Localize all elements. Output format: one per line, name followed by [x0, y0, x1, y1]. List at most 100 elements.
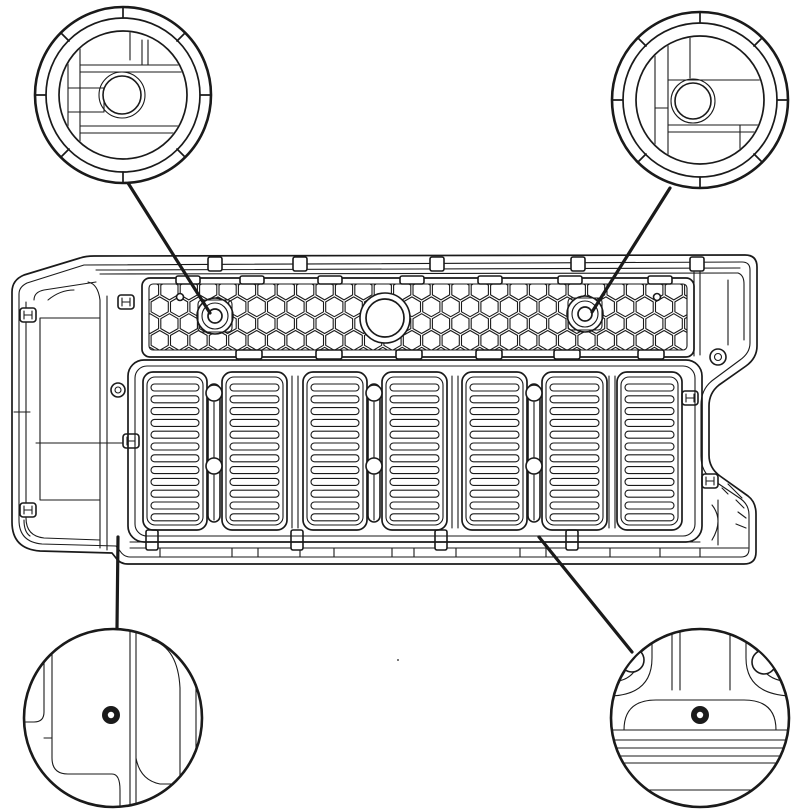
slot: [389, 466, 440, 475]
hex-cell: [664, 313, 683, 335]
slot: [549, 383, 600, 392]
slot: [389, 418, 440, 427]
cell-grid: [127, 359, 703, 543]
hex-cell: [577, 329, 596, 350]
slot: [389, 407, 440, 416]
hex-cell: [179, 313, 198, 335]
slot: [549, 395, 600, 404]
detail-view: [609, 627, 791, 809]
top-tabs: [207, 256, 705, 272]
slot: [310, 454, 360, 463]
slot: [469, 489, 520, 498]
hex-cell: [276, 284, 295, 301]
hex-cell: [499, 329, 519, 350]
slot: [549, 418, 600, 427]
hex-cell: [635, 296, 654, 318]
hex-cell: [296, 313, 315, 335]
slot: [310, 489, 360, 498]
slot: [549, 430, 600, 439]
slot: [624, 395, 675, 404]
channel: [525, 383, 543, 523]
hex-cell: [684, 313, 687, 335]
hex-cell: [296, 284, 315, 301]
hex-cell: [625, 313, 645, 335]
slot: [549, 513, 600, 522]
hex-cell: [606, 284, 625, 301]
slot: [469, 395, 520, 404]
slot: [229, 418, 280, 427]
slot: [624, 466, 675, 475]
slot: [150, 489, 200, 498]
hex-cell: [150, 329, 169, 350]
slot: [229, 395, 280, 404]
hex-cell: [149, 284, 160, 301]
hex-cell: [189, 329, 208, 350]
hex-cell: [160, 284, 179, 301]
hex-cell: [499, 296, 519, 318]
slot: [549, 407, 600, 416]
slot: [229, 430, 280, 439]
slot: [150, 466, 200, 475]
slot: [389, 477, 440, 486]
hex-cell: [490, 284, 509, 301]
clip-fastener: [19, 502, 37, 518]
bolt-hole: [709, 348, 727, 366]
hex-cell: [451, 284, 470, 301]
slot: [310, 513, 360, 522]
tray-top-rim: [95, 267, 741, 275]
detail-view: [22, 627, 204, 809]
slot: [549, 489, 600, 498]
hex-cell: [606, 313, 625, 335]
hex-cell: [344, 296, 363, 318]
detail-view: [610, 10, 790, 190]
hex-cell: [654, 329, 674, 350]
stray-dot: [397, 659, 399, 661]
hex-cell: [286, 329, 305, 350]
cell-column: [221, 371, 288, 531]
slot: [229, 489, 280, 498]
hex-cell: [257, 284, 276, 301]
hex-cell: [664, 284, 683, 301]
slot: [229, 383, 280, 392]
hex-cell: [334, 284, 354, 301]
hex-cell: [616, 329, 635, 350]
hex-cell: [149, 313, 160, 335]
slot: [310, 466, 360, 475]
hex-cell: [412, 313, 431, 335]
slot: [389, 430, 440, 439]
hex-cell: [548, 313, 567, 335]
clip-fastener: [122, 433, 140, 449]
slot: [549, 477, 600, 486]
hex-cell: [228, 296, 247, 318]
hex-cell: [490, 313, 509, 335]
tray-body: [11, 254, 758, 565]
slot: [150, 407, 200, 416]
hex-cell: [218, 284, 237, 301]
hex-cell: [470, 284, 489, 301]
slot: [150, 418, 200, 427]
leader-line: [126, 181, 212, 315]
hex-cell: [305, 296, 325, 318]
hex-cell: [548, 284, 567, 301]
hex-cell: [684, 284, 687, 301]
hex-cell: [169, 329, 189, 350]
hex-cell: [402, 329, 422, 350]
slot: [229, 407, 280, 416]
slot: [229, 454, 280, 463]
hex-cell: [266, 329, 286, 350]
hex-cell: [276, 313, 295, 335]
slot: [310, 430, 360, 439]
channel: [365, 383, 383, 523]
hex-cell: [431, 284, 451, 301]
slot: [150, 430, 200, 439]
slot: [469, 501, 520, 510]
panel-bottom-tabs: [235, 349, 665, 360]
bottom-tabs: [145, 529, 579, 551]
hex-cell: [460, 329, 480, 350]
hex-cell: [237, 313, 257, 335]
slot: [310, 477, 360, 486]
panel-rivet: [175, 292, 185, 302]
slot: [310, 418, 360, 427]
slot: [624, 513, 675, 522]
slot: [150, 477, 200, 486]
